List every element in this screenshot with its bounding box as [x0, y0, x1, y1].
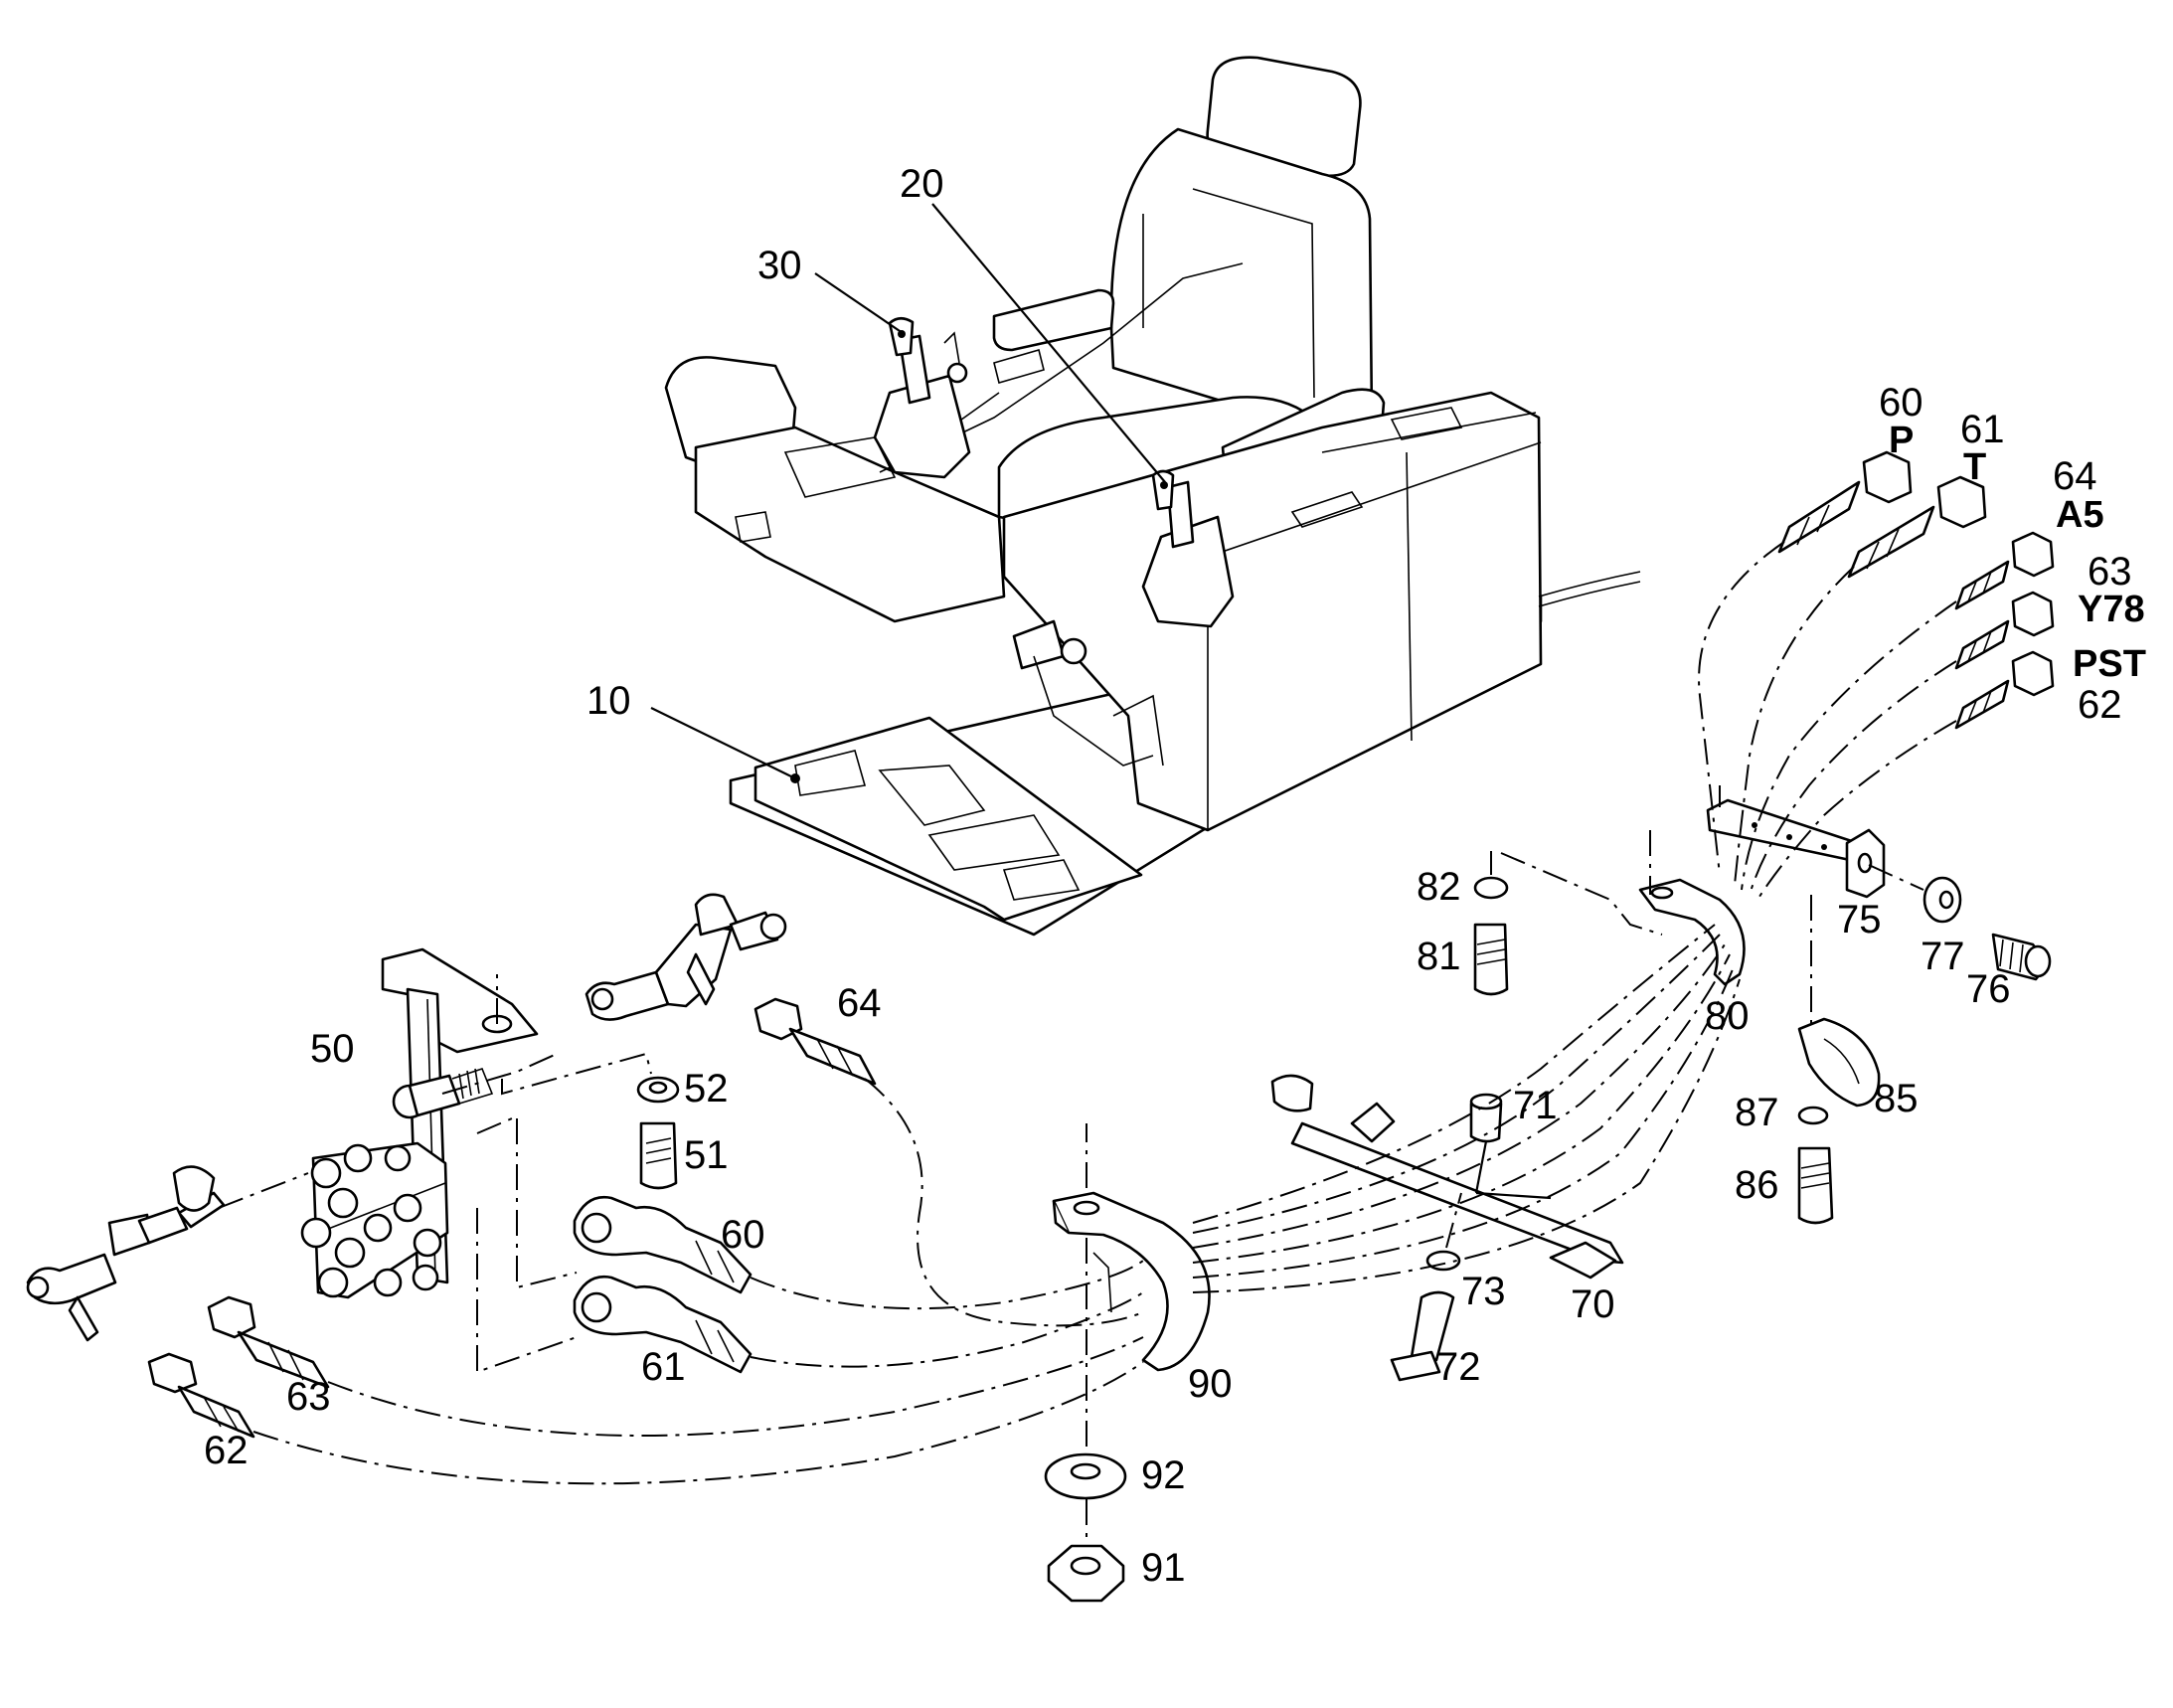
callout-82: 82 — [1417, 865, 1461, 909]
callout-labels: 10 20 30 50 51 52 60 61 62 63 64 60 61 6… — [204, 162, 2146, 1590]
washer-92 — [1044, 1452, 1127, 1500]
callout-50: 50 — [310, 1027, 355, 1071]
callout-85: 85 — [1874, 1077, 1919, 1120]
callout-62-left: 62 — [204, 1429, 249, 1472]
washer-77 — [1922, 876, 1962, 924]
elbow-60-left — [573, 1195, 752, 1294]
callout-72: 72 — [1436, 1345, 1481, 1389]
port-code-t: T — [1963, 446, 1986, 488]
callout-87: 87 — [1735, 1091, 1779, 1134]
callout-81: 81 — [1417, 935, 1461, 978]
callout-76: 76 — [1966, 967, 2011, 1011]
callout-90: 90 — [1188, 1362, 1233, 1406]
fitting-62-right — [1954, 650, 2055, 730]
fitting-64-left — [753, 997, 877, 1086]
port-code-y78: Y78 — [2078, 589, 2145, 630]
callout-63-right: 63 — [2088, 550, 2132, 594]
washer-82 — [1473, 876, 1509, 900]
clamp-85 — [1797, 1017, 1881, 1108]
fitting-62-left — [147, 1352, 255, 1439]
callout-63-left: 63 — [286, 1375, 331, 1419]
callout-91: 91 — [1141, 1546, 1186, 1590]
leader-lines-lower — [1474, 1140, 1552, 1200]
clamp-90 — [1052, 1191, 1211, 1372]
callout-64-left: 64 — [837, 981, 882, 1025]
callout-86: 86 — [1735, 1163, 1779, 1207]
callout-62-right: 62 — [2078, 683, 2122, 727]
screw-76 — [1991, 933, 2052, 981]
manifold-block — [300, 1068, 494, 1299]
leader-lines-upper — [650, 203, 1166, 779]
elbow-61-left — [573, 1275, 752, 1374]
callout-20: 20 — [900, 162, 944, 206]
spacer-71 — [1469, 1093, 1503, 1143]
port-code-a5: A5 — [2056, 494, 2104, 536]
left-console — [664, 262, 1244, 623]
callout-80: 80 — [1705, 994, 1750, 1038]
clamp-80 — [1638, 878, 1746, 986]
hose-routing — [252, 541, 1957, 1485]
callout-73: 73 — [1461, 1270, 1506, 1313]
bolt-72 — [1390, 1290, 1455, 1382]
nut-91 — [1047, 1544, 1125, 1603]
callout-60-left: 60 — [721, 1213, 765, 1257]
callout-60-right: 60 — [1879, 381, 1923, 425]
callout-30: 30 — [757, 244, 802, 287]
tee-fitting-lower — [26, 1165, 226, 1342]
bolt-51 — [639, 1121, 678, 1190]
callout-77: 77 — [1921, 935, 1965, 978]
bracket-70 — [1270, 1074, 1624, 1280]
callout-92: 92 — [1141, 1453, 1186, 1497]
bracket-75 — [1706, 798, 1886, 899]
callout-61-right: 61 — [1960, 408, 2005, 451]
callout-75: 75 — [1837, 898, 1882, 941]
tee-fitting-upper — [585, 893, 787, 1021]
callout-51: 51 — [684, 1133, 729, 1177]
fitting-61-right — [1847, 475, 1987, 579]
callout-71: 71 — [1513, 1084, 1558, 1127]
alignment-lines — [218, 785, 1924, 1546]
port-code-pst: PST — [2073, 643, 2146, 685]
washer-52 — [636, 1076, 680, 1104]
port-code-p: P — [1889, 420, 1914, 461]
fitting-60-right — [1777, 450, 1913, 554]
fitting-63-left — [207, 1295, 330, 1389]
callout-10: 10 — [586, 679, 631, 723]
fitting-64-right — [1954, 531, 2055, 610]
callout-61-left: 61 — [641, 1345, 686, 1389]
fitting-63-right — [1954, 591, 2055, 670]
bolt-81 — [1473, 923, 1509, 996]
callout-70: 70 — [1571, 1282, 1615, 1326]
callout-52: 52 — [684, 1067, 729, 1110]
washer-87 — [1797, 1106, 1829, 1125]
callout-64-right: 64 — [2053, 454, 2097, 498]
right-console — [1002, 391, 1641, 832]
bolt-86 — [1797, 1146, 1834, 1225]
